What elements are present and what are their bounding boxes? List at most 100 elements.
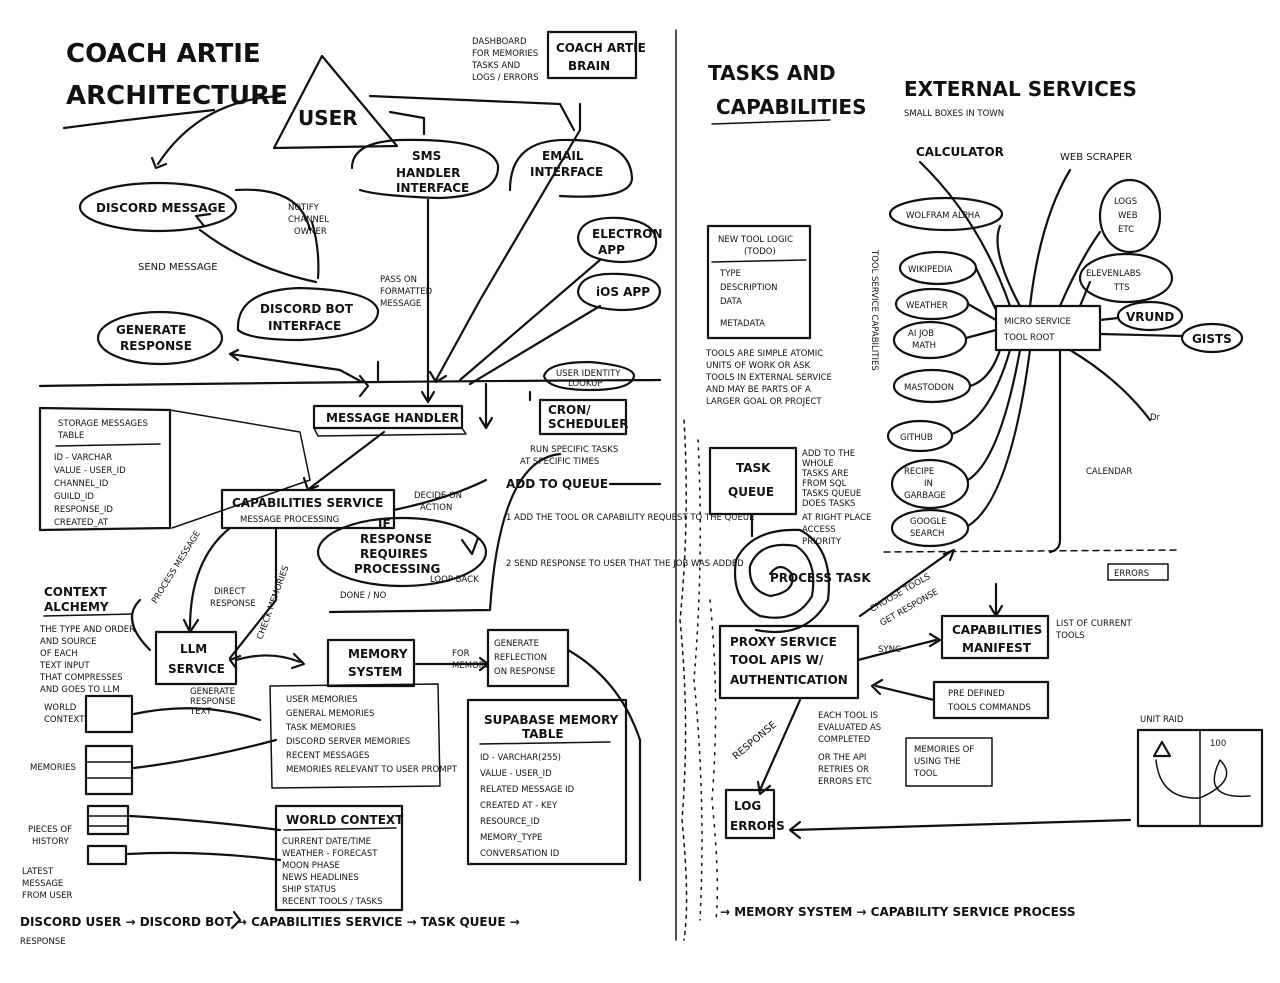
svg-text:NOTIFY: NOTIFY bbox=[288, 203, 320, 213]
capabilities-manifest-node: CAPABILITIES MANIFEST bbox=[940, 614, 1050, 660]
svg-text:WOLFRAM ALPHA: WOLFRAM ALPHA bbox=[906, 211, 980, 221]
svg-text:TABLE: TABLE bbox=[57, 431, 84, 441]
svg-text:GITHUB: GITHUB bbox=[900, 433, 933, 443]
log-errors-node: LOG ERRORS bbox=[724, 788, 785, 840]
svg-text:CAPABILITIES: CAPABILITIES bbox=[952, 623, 1042, 637]
calculator-label: CALCULATOR bbox=[916, 145, 1004, 159]
svg-text:(TODO): (TODO) bbox=[744, 247, 776, 257]
svg-text:RESOURCE_ID: RESOURCE_ID bbox=[480, 817, 540, 827]
svg-text:ID - VARCHAR: ID - VARCHAR bbox=[54, 453, 112, 463]
errors-divider bbox=[883, 549, 1181, 553]
svg-text:USING THE: USING THE bbox=[914, 757, 961, 767]
svg-text:NEWS HEADLINES: NEWS HEADLINES bbox=[282, 873, 359, 883]
svg-text:PRE DEFINED: PRE DEFINED bbox=[948, 689, 1005, 699]
svg-text:DOES TASKS: DOES TASKS bbox=[802, 499, 855, 509]
svg-text:GENERATE: GENERATE bbox=[494, 639, 539, 649]
svg-text:RETRIES OR: RETRIES OR bbox=[818, 765, 869, 775]
svg-text:ERRORS ETC: ERRORS ETC bbox=[818, 777, 872, 787]
manifest-note: LIST OF CURRENT TOOLS bbox=[1055, 619, 1133, 641]
sync-label: SYNC bbox=[878, 645, 901, 655]
loop-back-label: LOOP BACK bbox=[430, 575, 479, 585]
svg-text:GENERATE: GENERATE bbox=[190, 687, 235, 697]
svg-text:ARCHITECTURE: ARCHITECTURE bbox=[66, 81, 288, 111]
svg-text:ERRORS: ERRORS bbox=[1114, 569, 1149, 579]
direct-response-note: DIRECT RESPONSE bbox=[210, 587, 256, 609]
svg-text:AND SOURCE: AND SOURCE bbox=[40, 637, 97, 647]
svg-text:1 ADD THE TOOL OR CAPABILITY R: 1 ADD THE TOOL OR CAPABILITY REQUEST TO … bbox=[506, 513, 754, 523]
process-message-label: PROCESS MESSAGE bbox=[150, 529, 203, 605]
svg-text:ELEVENLABS: ELEVENLABS bbox=[1086, 269, 1141, 279]
svg-text:CAPABILITIES: CAPABILITIES bbox=[716, 95, 866, 119]
discord-message-node: DISCORD MESSAGE bbox=[78, 181, 238, 233]
page-seam bbox=[675, 29, 719, 941]
svg-text:CREATED_AT: CREATED_AT bbox=[54, 518, 109, 528]
llm-service-node: LLM SERVICE bbox=[154, 630, 238, 686]
svg-text:DISCORD BOT: DISCORD BOT bbox=[260, 302, 354, 316]
sms-handler-node: SMS HANDLER INTERFACE bbox=[350, 138, 500, 200]
svg-text:TASK MEMORIES: TASK MEMORIES bbox=[285, 723, 356, 733]
svg-text:100: 100 bbox=[1210, 739, 1226, 749]
svg-text:NEW TOOL LOGIC: NEW TOOL LOGIC bbox=[718, 235, 793, 245]
svg-text:MASTODON: MASTODON bbox=[904, 383, 954, 393]
svg-text:VALUE - USER_ID: VALUE - USER_ID bbox=[480, 769, 552, 779]
notify-note: NOTIFY CHANNEL OWNER bbox=[288, 203, 329, 237]
svg-text:CHANNEL_ID: CHANNEL_ID bbox=[54, 479, 109, 489]
queue-steps: 1 ADD THE TOOL OR CAPABILITY REQUEST TO … bbox=[506, 513, 754, 569]
calendar-label: CALENDAR bbox=[1086, 467, 1132, 477]
svg-text:ADD TO THE: ADD TO THE bbox=[802, 449, 855, 459]
task-queue-node: TASK QUEUE bbox=[708, 446, 798, 516]
svg-text:TOOLS IN EXTERNAL SERVICE: TOOLS IN EXTERNAL SERVICE bbox=[705, 373, 832, 383]
svg-text:AT SPECIFIC TIMES: AT SPECIFIC TIMES bbox=[520, 457, 599, 467]
proxy-service-node: PROXY SERVICE TOOL APIS W/ AUTHENTICATIO… bbox=[718, 624, 860, 700]
svg-text:TASKS ARE: TASKS ARE bbox=[801, 469, 849, 479]
generate-response-node: GENERATE RESPONSE bbox=[96, 310, 224, 366]
svg-text:RESPONSE_ID: RESPONSE_ID bbox=[54, 505, 113, 515]
svg-text:GUILD_ID: GUILD_ID bbox=[54, 492, 94, 502]
svg-text:TASKS AND: TASKS AND bbox=[471, 61, 521, 71]
recipe-node: RECIPE IN GARBAGE bbox=[890, 458, 970, 510]
svg-text:QUEUE: QUEUE bbox=[728, 485, 774, 499]
web-scraper-label: WEB SCRAPER bbox=[1060, 152, 1132, 163]
svg-text:MEMORY: MEMORY bbox=[348, 647, 408, 661]
svg-text:THAT COMPRESSES: THAT COMPRESSES bbox=[39, 673, 123, 683]
svg-text:PIECES OF: PIECES OF bbox=[28, 825, 72, 835]
svg-text:RESPONSE: RESPONSE bbox=[190, 697, 236, 707]
tool-response-label: RESPONSE bbox=[731, 719, 779, 762]
svg-text:GARBAGE: GARBAGE bbox=[904, 491, 946, 501]
svg-text:CAPABILITIES SERVICE: CAPABILITIES SERVICE bbox=[232, 496, 383, 510]
svg-text:TEXT: TEXT bbox=[189, 707, 212, 717]
svg-text:TOOLS ARE SIMPLE ATOMIC: TOOLS ARE SIMPLE ATOMIC bbox=[705, 349, 823, 359]
vertical-note: TOOL SERVICE CAPABILITIES bbox=[869, 249, 879, 371]
svg-text:TOOL ROOT: TOOL ROOT bbox=[1003, 333, 1055, 343]
svg-text:MOON PHASE: MOON PHASE bbox=[282, 861, 340, 871]
cron-node: CRON/ SCHEDULER bbox=[538, 398, 628, 436]
if-response-node: IF RESPONSE REQUIRES PROCESSING bbox=[316, 516, 488, 588]
svg-text:AI JOB: AI JOB bbox=[908, 329, 934, 339]
svg-text:PROCESS TASK: PROCESS TASK bbox=[770, 571, 871, 585]
svg-text:STORAGE MESSAGES: STORAGE MESSAGES bbox=[58, 419, 148, 429]
svg-text:RUN SPECIFIC TASKS: RUN SPECIFIC TASKS bbox=[530, 445, 618, 455]
svg-text:REFLECTION: REFLECTION bbox=[494, 653, 547, 663]
svg-text:SEARCH: SEARCH bbox=[910, 529, 944, 539]
svg-text:MEMORIES OF: MEMORIES OF bbox=[914, 745, 974, 755]
svg-text:PROXY SERVICE: PROXY SERVICE bbox=[730, 635, 837, 649]
for-memory-note: FOR MEMORY bbox=[452, 649, 490, 671]
user-identity-node: USER IDENTITY LOOKUP bbox=[542, 360, 636, 392]
svg-text:FOR MEMORIES: FOR MEMORIES bbox=[472, 49, 538, 59]
add-to-queue-label: ADD TO QUEUE bbox=[506, 477, 608, 491]
wolfram-node: WOLFRAM ALPHA bbox=[888, 196, 1004, 232]
gists-node: GISTS bbox=[1180, 322, 1244, 354]
svg-text:MEMORY_TYPE: MEMORY_TYPE bbox=[480, 833, 542, 843]
svg-text:SUPABASE MEMORY: SUPABASE MEMORY bbox=[484, 713, 619, 727]
svg-text:VRUND: VRUND bbox=[1126, 310, 1174, 324]
left-connectors bbox=[126, 94, 642, 930]
svg-text:AT RIGHT PLACE: AT RIGHT PLACE bbox=[802, 513, 871, 523]
svg-text:LATEST: LATEST bbox=[22, 867, 54, 877]
svg-text:SYSTEM: SYSTEM bbox=[348, 665, 402, 679]
capabilities-service-node: CAPABILITIES SERVICE MESSAGE PROCESSING bbox=[220, 488, 396, 530]
done-label: DONE / NO bbox=[340, 591, 387, 601]
vrund-node: VRUND bbox=[1116, 300, 1184, 332]
svg-text:RECENT TOOLS / TASKS: RECENT TOOLS / TASKS bbox=[282, 897, 383, 907]
svg-text:MATH: MATH bbox=[912, 341, 936, 351]
svg-text:RECIPE: RECIPE bbox=[904, 467, 934, 477]
